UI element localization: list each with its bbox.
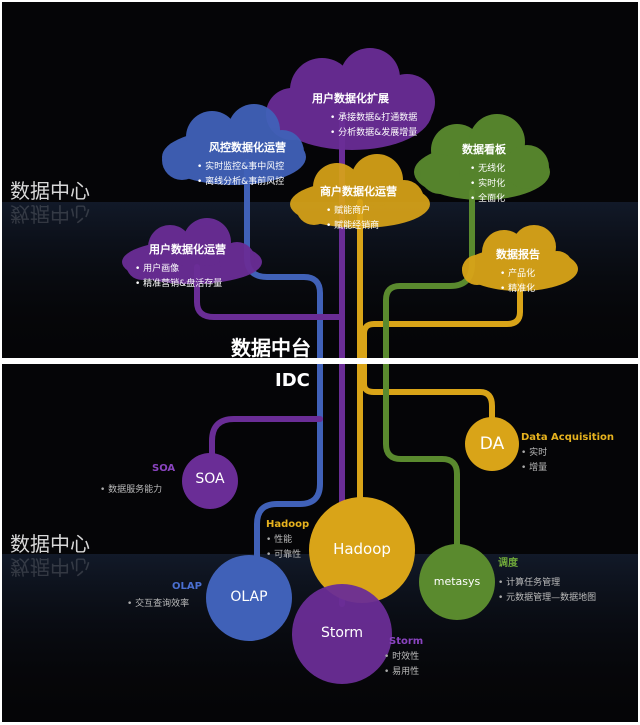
annot-da: Data Acquisition 实时 增量 [521, 432, 614, 473]
cloud-title: 商户数据化运营 [320, 185, 397, 198]
cloud-item: 实时监控&事中风控 [197, 159, 286, 172]
cloud-item: 分析数据&发展增量 [330, 125, 417, 138]
cloud-title: 数据看板 [462, 143, 506, 156]
branch-purple-line [194, 264, 345, 320]
annot-item: 交互查询效率 [127, 596, 202, 609]
cloud-item: 精准营销&盘活存量 [135, 276, 226, 289]
annot-item: 增量 [521, 460, 614, 473]
cloud-title: 用户数据化扩展 [312, 92, 389, 105]
annot-label: Data Acquisition [521, 432, 615, 443]
node-olap-name: OLAP [230, 589, 268, 605]
cloud-item: 全面化 [470, 191, 506, 204]
bottom-panel: IDC 数据中心 数据中心 DA SOA Hadoop metasys OLAP… [2, 364, 638, 722]
cloud-data-report: 数据报告 产品化 精准化 [496, 246, 540, 294]
annot-storm: Storm 时效性 易用性 [384, 636, 423, 677]
annot-label: OLAP [172, 581, 202, 592]
annot-item: 计算任务管理 [498, 575, 596, 588]
cloud-user-ops: 用户数据化运营 用户画像 精准营销&盘活存量 [143, 241, 226, 289]
trunk-green-line [383, 364, 460, 552]
annot-metasys: 调度 计算任务管理 元数据管理—数据地图 [498, 554, 596, 603]
section-label-bottom-reflection: 数据中心 [10, 555, 90, 579]
trunk-blue-line [254, 364, 323, 602]
branch-gold-line [361, 274, 523, 358]
annot-label: Hadoop [266, 519, 310, 530]
cloud-title: 数据报告 [496, 248, 540, 261]
cloud-item: 赋能经销商 [326, 218, 397, 231]
cloud-dashboard: 数据看板 无线化 实时化 全面化 [462, 141, 506, 204]
node-da-name: DA [479, 434, 505, 454]
annot-item: 性能 [266, 532, 309, 545]
cloud-item: 精准化 [500, 281, 540, 294]
node-olap-circle [206, 555, 292, 641]
section-label-top-reflection: 数据中心 [10, 202, 90, 226]
annot-olap: OLAP 交互查询效率 [127, 581, 202, 609]
cloud-item: 离线分析&事前风控 [197, 174, 286, 187]
node-hadoop-name: Hadoop [333, 540, 391, 558]
cloud-item: 无线化 [470, 161, 506, 174]
node-metasys-name: metasys [433, 575, 481, 588]
node-soa-name: SOA [195, 471, 225, 487]
node-da-circle [465, 417, 519, 471]
top-panel: 数据中心 数据中心 用户数据化扩展 承接数据&打通数据 分析数据&发展增量 风控… [2, 2, 638, 358]
section-label-bottom: 数据中心 [10, 532, 90, 556]
section-label-top: 数据中心 [10, 179, 90, 203]
cloud-gold-mid [290, 154, 430, 228]
annot-label: SOA [152, 463, 176, 474]
cloud-item: 实时化 [470, 176, 506, 189]
branch-da-line [361, 364, 495, 427]
cloud-title: 用户数据化运营 [149, 243, 226, 256]
annot-item: 实时 [521, 445, 614, 458]
node-metasys-circle [419, 544, 495, 620]
node-soa-circle [182, 453, 238, 509]
cloud-risk-ops: 风控数据化运营 实时监控&事中风控 离线分析&事前风控 [205, 139, 286, 187]
cloud-title: 风控数据化运营 [209, 141, 286, 154]
annot-item: 时效性 [384, 649, 423, 662]
annot-item: 数据服务能力 [100, 482, 175, 495]
annot-soa: SOA 数据服务能力 [100, 463, 175, 495]
idc-label: IDC [275, 370, 310, 391]
annot-item: 易用性 [384, 664, 423, 677]
annot-label: 调度 [498, 558, 518, 569]
node-storm-name: Storm [320, 625, 364, 641]
annot-label: Storm [389, 636, 424, 647]
platform-label: 数据中台 [231, 336, 311, 358]
cloud-item: 承接数据&打通数据 [330, 110, 417, 123]
cloud-item: 赋能商户 [326, 203, 397, 216]
cloud-item: 产品化 [500, 266, 540, 279]
node-storm-circle [292, 584, 392, 684]
node-hadoop-circle [309, 497, 415, 603]
cloud-user-ext: 用户数据化扩展 承接数据&打通数据 分析数据&发展增量 [312, 90, 417, 138]
top-diagram [2, 48, 638, 358]
cloud-merchant-ops: 商户数据化运营 赋能商户 赋能经销商 [320, 183, 397, 231]
annot-item: 元数据管理—数据地图 [498, 590, 596, 603]
annot-hadoop: Hadoop 性能 可靠性 [266, 519, 309, 560]
cloud-item: 用户画像 [135, 261, 226, 274]
branch-soa-line [209, 416, 323, 467]
annot-item: 可靠性 [266, 547, 309, 560]
